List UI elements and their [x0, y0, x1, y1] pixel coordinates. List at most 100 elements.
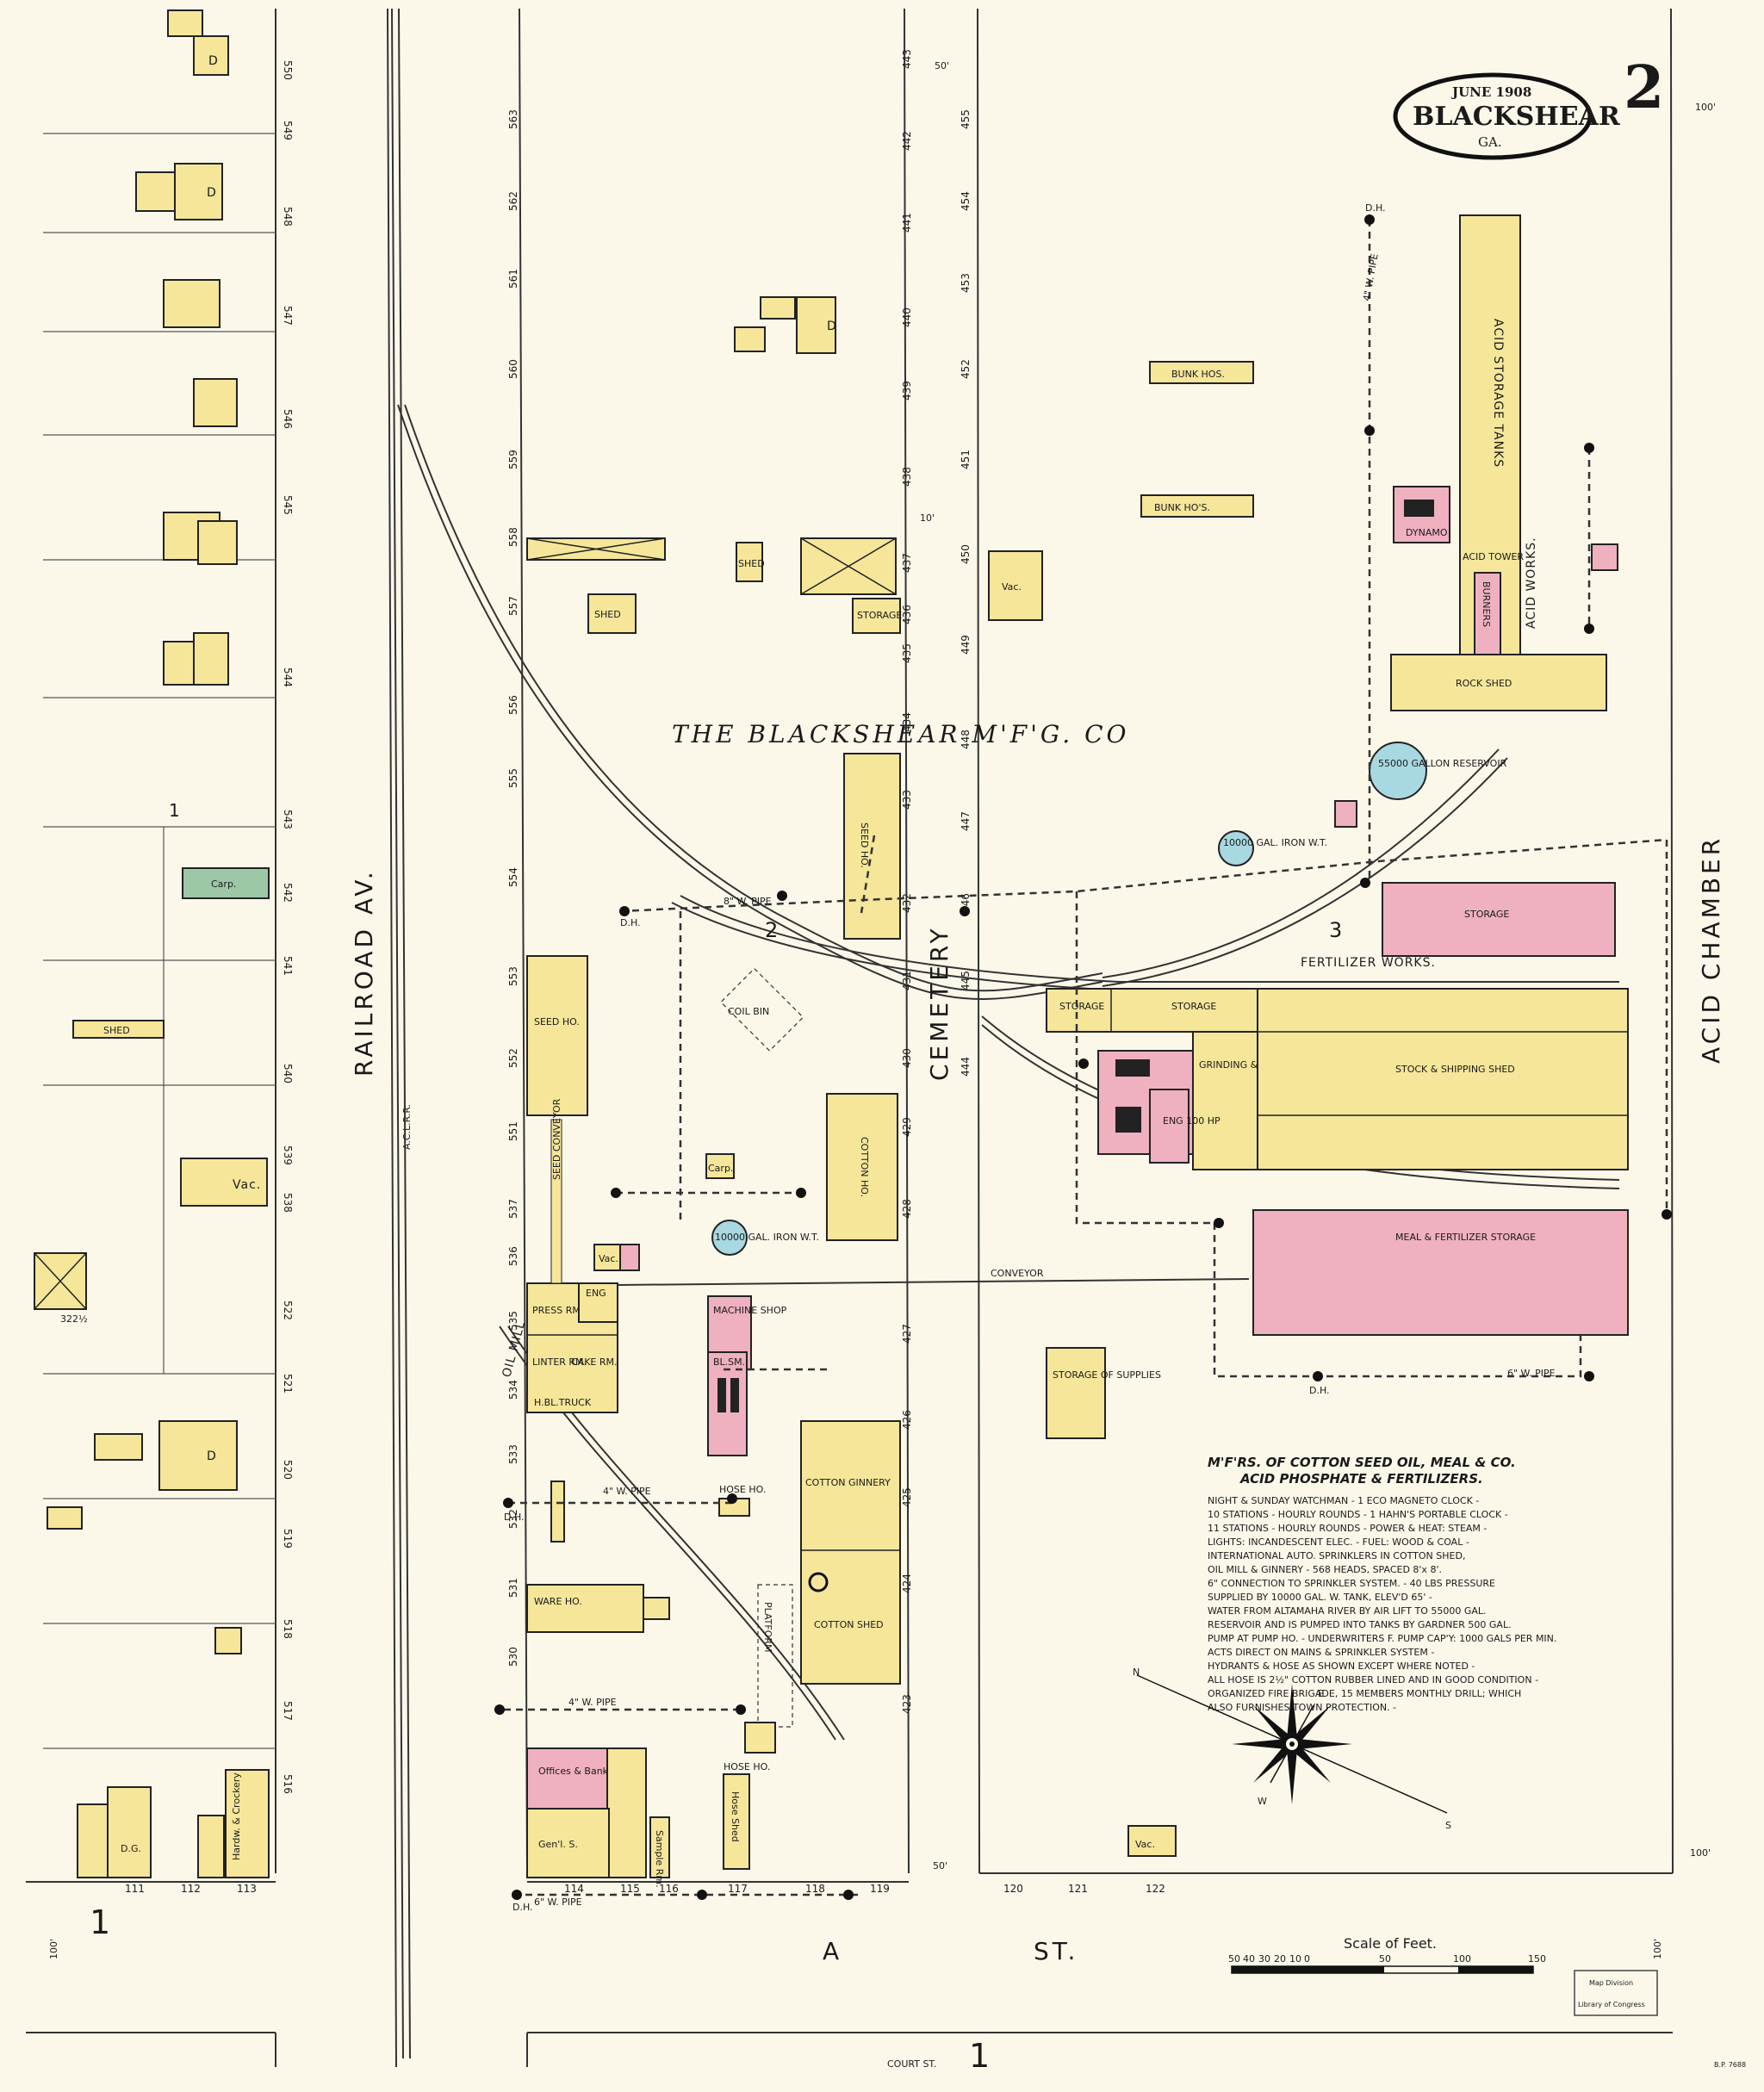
description-line: LIGHTS: INCANDESCENT ELEC. - FUEL: WOOD … [1208, 1536, 1469, 1548]
lot-number: 530 [507, 1647, 519, 1667]
lot-number: 440 [901, 307, 913, 327]
tank-sprinkler-label: 10000 GAL. IRON W.T. [715, 1232, 819, 1243]
acid-works-label: ACID WORKS. [1525, 537, 1538, 629]
scale-tick: 0 [1304, 1953, 1310, 1965]
lot-number: 437 [901, 553, 913, 573]
cartouche-state: GA. [1478, 134, 1502, 150]
description-line: RESERVOIR AND IS PUMPED INTO TANKS BY GA… [1208, 1619, 1512, 1630]
description-line: ALL HOSE IS 2½" COTTON RUBBER LINED AND … [1208, 1674, 1538, 1685]
eng-label: ENG 100 HP [1163, 1115, 1221, 1127]
description-line: 10 STATIONS - HOURLY ROUNDS - 1 HAHN'S P… [1208, 1509, 1508, 1520]
lot-number: 532 [507, 1509, 519, 1529]
lot-number: 541 [282, 956, 294, 976]
lot-number: 434 [901, 712, 913, 732]
eng-small-label: ENG [586, 1288, 606, 1299]
machine-shop-label: MACHINE SHOP [713, 1305, 787, 1316]
press-rm-label: PRESS RM. [532, 1305, 583, 1316]
dimension-label: 10' [920, 512, 935, 524]
stock-shipping-label: STOCK & SHIPPING SHED [1395, 1064, 1515, 1075]
lot-number: 538 [282, 1193, 294, 1213]
lot-number: 539 [282, 1145, 294, 1165]
lot-number: 540 [282, 1064, 294, 1083]
lot-number: 520 [282, 1460, 294, 1480]
lot-number: 112 [181, 1883, 201, 1895]
hull-truck-label: H.BL.TRUCK [534, 1397, 592, 1408]
vac-label: Vac. [599, 1253, 618, 1264]
lot-number: 445 [960, 971, 972, 990]
scale-title: Scale of Feet. [1344, 1935, 1437, 1952]
lot-number: 424 [901, 1574, 913, 1593]
lot-number: 533 [507, 1444, 519, 1464]
lot-number: 426 [901, 1410, 913, 1430]
lot-number: 425 [901, 1487, 913, 1507]
lot-number: 449 [960, 635, 972, 655]
seed-ho-label: SEED HO. [859, 823, 870, 868]
lot-number: 436 [901, 605, 913, 624]
bunk-hos-label: BUNK HO'S. [1154, 502, 1210, 513]
left-lot-lines [43, 133, 276, 1749]
lot-number: 450 [960, 544, 972, 564]
dh-label: D.H. [620, 917, 641, 928]
hardw-label: Hardw. & Crockery [231, 1772, 242, 1860]
lot-number: 553 [507, 966, 519, 986]
lot-number: 118 [805, 1883, 825, 1895]
dimension-label: 100' [48, 1939, 59, 1959]
genl-s-label: Gen'l. S. [538, 1839, 578, 1850]
lot-number: 114 [564, 1883, 584, 1895]
sheet-number: 2 [1624, 53, 1664, 122]
description-line: PUMP AT PUMP HO. - UNDERWRITERS F. PUMP … [1208, 1633, 1556, 1644]
meal-fertilizer-label: MEAL & FERTILIZER STORAGE [1395, 1232, 1536, 1243]
block-number: 1 [90, 1903, 110, 1941]
lot-number: 521 [282, 1374, 294, 1394]
rock-shed-label: ROCK SHED [1456, 678, 1512, 689]
lot-number: 545 [282, 495, 294, 515]
lot-number: 550 [282, 60, 294, 80]
lot-number: 516 [282, 1774, 294, 1794]
lot-number: 446 [960, 893, 972, 913]
scale-tick: 150 [1528, 1953, 1546, 1965]
lot-number: 544 [282, 667, 294, 687]
railroad-abbrev: A.C.L.R.R. [401, 1104, 413, 1150]
scale-tick: 30 [1258, 1953, 1270, 1965]
pipe-4-label: 4" W. PIPE [603, 1486, 651, 1497]
title-cartouche: JUNE 1908 BLACKSHEAR GA. [1393, 72, 1621, 160]
fertilizer-works-label: FERTILIZER WORKS. [1301, 956, 1436, 970]
carp-label: Carp. [211, 878, 236, 890]
lot-number: 552 [507, 1048, 519, 1068]
pipe-6-label: 6" W. PIPE [534, 1896, 582, 1908]
acid-tower-label: ACID TOWER [1463, 551, 1524, 562]
lot-number: 447 [960, 811, 972, 831]
storage-label: STORAGE [1059, 1001, 1104, 1012]
dimension-label: 50' [933, 1860, 947, 1872]
lot-number: 433 [901, 790, 913, 810]
scale-tick: 50 [1379, 1953, 1391, 1965]
block-numbers: 1 2 3 1 1 [90, 800, 1342, 2075]
corner-note: B.P. 7688 [1714, 2061, 1746, 2069]
shed-label: SHED [103, 1025, 130, 1036]
compass-w: W [1258, 1796, 1267, 1807]
lot-number: 451 [960, 450, 972, 469]
vac-label: Vac. [1135, 1839, 1155, 1850]
dwelling-label: D [207, 1450, 217, 1463]
dg-label: D.G. [121, 1843, 141, 1854]
description-line: WATER FROM ALTAMAHA RIVER BY AIR LIFT TO… [1208, 1605, 1487, 1617]
compass-e: E [1318, 1688, 1324, 1699]
left-dwellings: D D Carp. SHED Vac. 322½ D D.G. Hardw. &… [34, 9, 270, 1878]
description-line: ALSO FURNISHES TOWN PROTECTION. - [1208, 1702, 1396, 1713]
lot-numbers-cemetery-left: 4434424414404394384374364354344334324314… [901, 49, 913, 1714]
court-st-label: COURT ST. [887, 2058, 936, 2070]
library-stamp: Map Division Library of Congress [1574, 1970, 1658, 2016]
lot-number: 452 [960, 359, 972, 379]
lot-numbers-mid: 5635625615605595585575565555545535525515… [507, 109, 519, 1667]
description-heading: M'F'RS. OF COTTON SEED OIL, MEAL & CO. [1208, 1455, 1516, 1470]
blsm-label: BL.SM. [713, 1356, 745, 1368]
block-number: 1 [169, 800, 180, 821]
pipe-8-label: 8" W. PIPE [724, 896, 772, 907]
reservoir-label: 55000 GALLON RESERVOIR [1378, 758, 1507, 769]
dwelling-label: D [207, 186, 217, 200]
acid-chamber-label: ACID CHAMBER [1697, 835, 1725, 1064]
lot-number: 431 [901, 971, 913, 990]
coil-bin-label: COIL BIN [728, 1006, 769, 1017]
lot-number: 120 [1003, 1883, 1023, 1895]
